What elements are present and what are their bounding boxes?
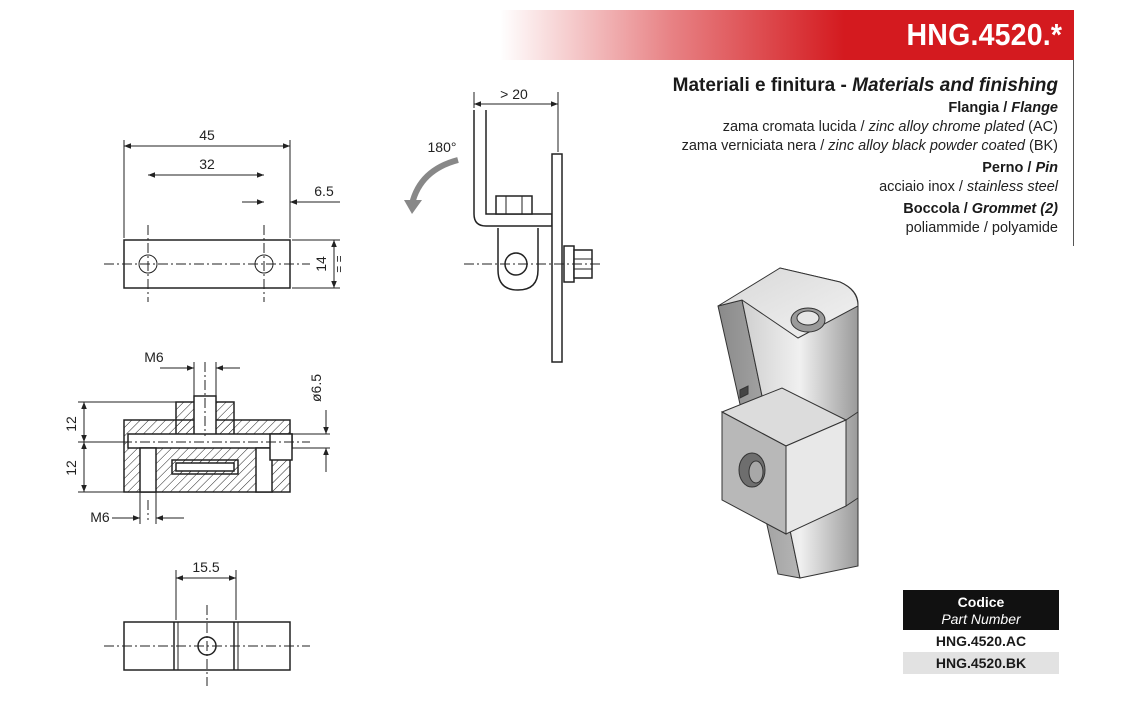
dim-diameter-6-5: ø6.5: [308, 374, 324, 402]
dim-gt-20: > 20: [500, 86, 528, 102]
hinge-3d-render: [717, 267, 859, 579]
top-view: [104, 140, 340, 302]
dim-m6-top: M6: [144, 349, 164, 365]
dim-14: 14: [313, 256, 329, 272]
spec-title: Materiali e finitura - Materials and fin…: [672, 75, 1058, 96]
part-number-header-it: Codice: [957, 594, 1005, 610]
part-number-table: Codice Part Number HNG.4520.AC HNG.4520.…: [903, 590, 1059, 674]
dim-12-bottom: 12: [63, 460, 79, 476]
dim-15-5: 15.5: [192, 559, 219, 575]
dim-32: 32: [199, 156, 215, 172]
pin-material: acciaio inox / stainless steel: [879, 179, 1058, 195]
materials-spec: Materiali e finitura - Materials and fin…: [673, 76, 1058, 238]
header-bar: HNG.4520.*: [500, 10, 1074, 60]
part-number-row-bk: HNG.4520.BK: [903, 652, 1059, 674]
part-number-row-ac: HNG.4520.AC: [935, 633, 1027, 649]
section-view: [78, 362, 330, 524]
dim-180-degrees: 180°: [428, 139, 457, 155]
flange-finish-ac: zama cromata lucida / zinc alloy chrome …: [722, 119, 1058, 135]
part-number-header-en: Part Number: [941, 611, 1021, 627]
flange-label: Flangia / Flange: [948, 100, 1058, 116]
pin-label: Perno / Pin: [982, 160, 1058, 176]
part-number-header: Codice Part Number: [903, 590, 1059, 630]
dim-m6-bottom: M6: [90, 509, 110, 525]
bottom-view: [104, 570, 310, 686]
product-code: HNG.4520.*: [906, 17, 1062, 52]
grommet-material: poliammide / polyamide: [905, 220, 1058, 236]
dim-equal: = =: [332, 255, 346, 272]
grommet-label: Boccola / Grommet (2): [903, 201, 1058, 217]
dim-12-top: 12: [63, 416, 79, 432]
dim-45: 45: [199, 127, 215, 143]
dim-6-5: 6.5: [314, 183, 334, 199]
side-view: [404, 92, 600, 363]
header-divider-line: [1073, 60, 1074, 246]
flange-finish-bk: zama verniciata nera / zinc alloy black …: [681, 138, 1058, 154]
